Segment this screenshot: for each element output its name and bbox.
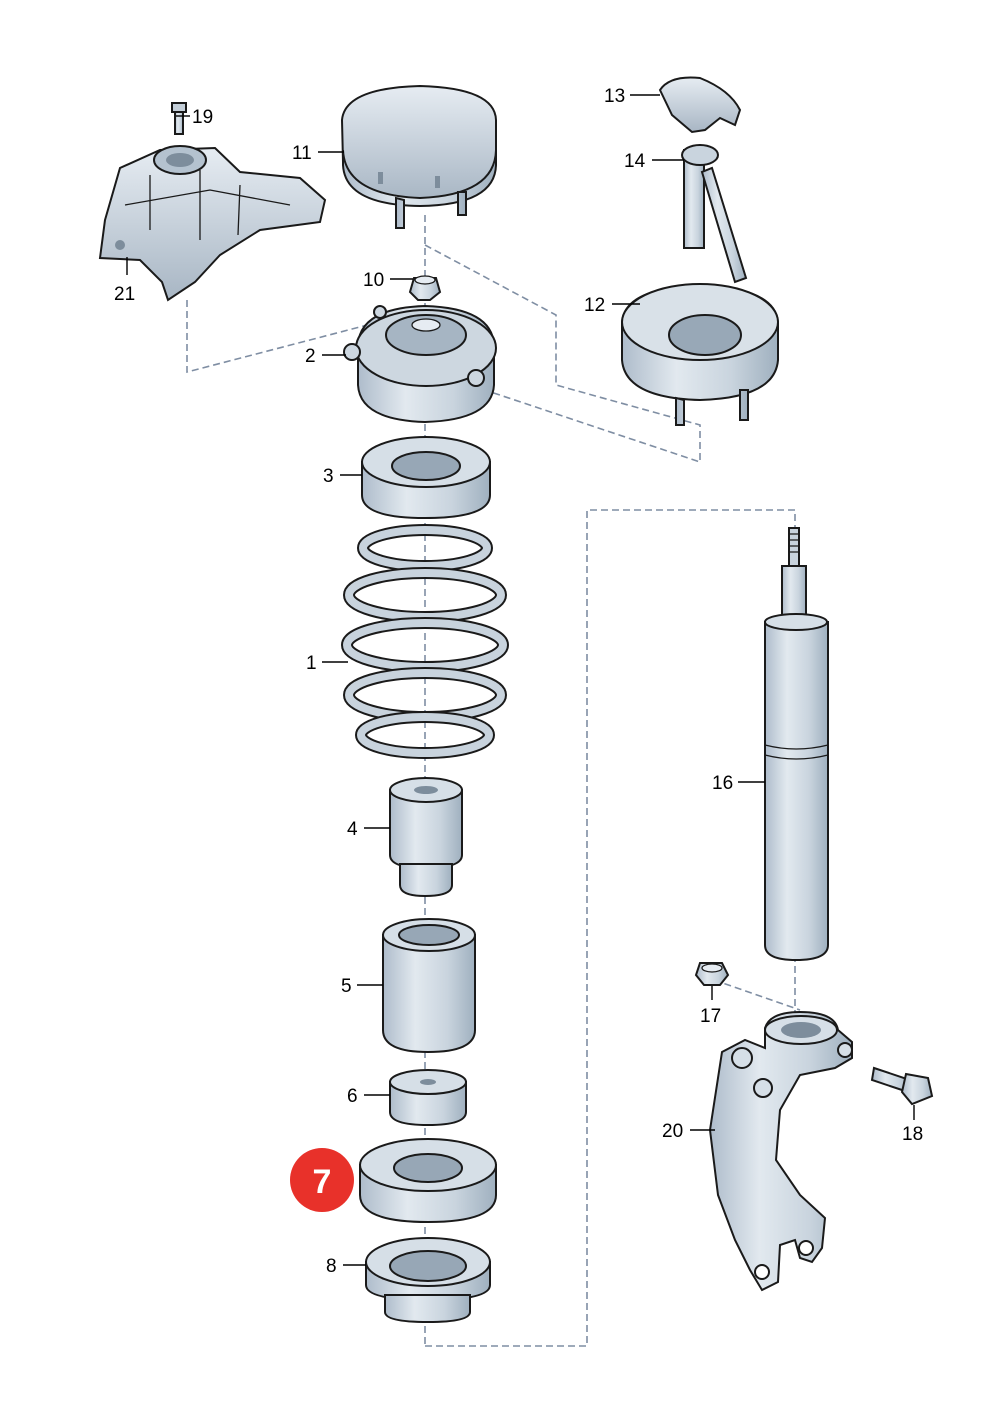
label-19: 19: [192, 107, 213, 128]
bolt-18: [870, 1066, 934, 1106]
spring-seat-12: [621, 283, 779, 426]
coil-spring: [341, 524, 509, 759]
label-18: 18: [902, 1124, 923, 1145]
part-labels: 19 11 21 13 14 12 10 2 3 1 4 5 6 8 16 17…: [114, 86, 923, 1277]
top-mount: [343, 304, 497, 424]
label-16: 16: [712, 773, 733, 794]
leader-lines: [126, 94, 915, 1266]
nut-17: [694, 962, 730, 986]
ring-7: [359, 1138, 497, 1224]
ring-3: [361, 436, 491, 520]
label-21: 21: [114, 284, 135, 305]
highlight-badge-7: 7: [290, 1148, 354, 1212]
knuckle-20: [708, 1010, 853, 1292]
label-4: 4: [347, 819, 358, 840]
label-20: 20: [662, 1121, 683, 1142]
label-6: 6: [347, 1086, 358, 1107]
badge-number: 7: [313, 1163, 332, 1201]
lower-seat-8: [365, 1237, 491, 1324]
badge-circle: [290, 1148, 354, 1212]
label-17: 17: [700, 1006, 721, 1027]
label-3: 3: [323, 466, 334, 487]
cap-13: [658, 76, 742, 134]
label-2: 2: [305, 346, 316, 367]
bump-stop: [389, 777, 463, 898]
protective-sleeve: [382, 918, 476, 1054]
label-10: 10: [363, 270, 384, 291]
nut-10: [408, 275, 442, 301]
label-14: 14: [624, 151, 646, 172]
bolt-19: [171, 102, 187, 135]
label-5: 5: [341, 976, 352, 997]
shock-absorber: [764, 527, 829, 962]
label-13: 13: [604, 86, 625, 107]
strut-mount-bracket: [98, 145, 327, 302]
label-12: 12: [584, 295, 605, 316]
label-1: 1: [306, 653, 317, 674]
top-cap: [340, 84, 497, 229]
label-11: 11: [292, 143, 312, 164]
buffer-6: [389, 1069, 467, 1127]
pin-14: [681, 144, 748, 284]
label-8: 8: [326, 1256, 337, 1277]
